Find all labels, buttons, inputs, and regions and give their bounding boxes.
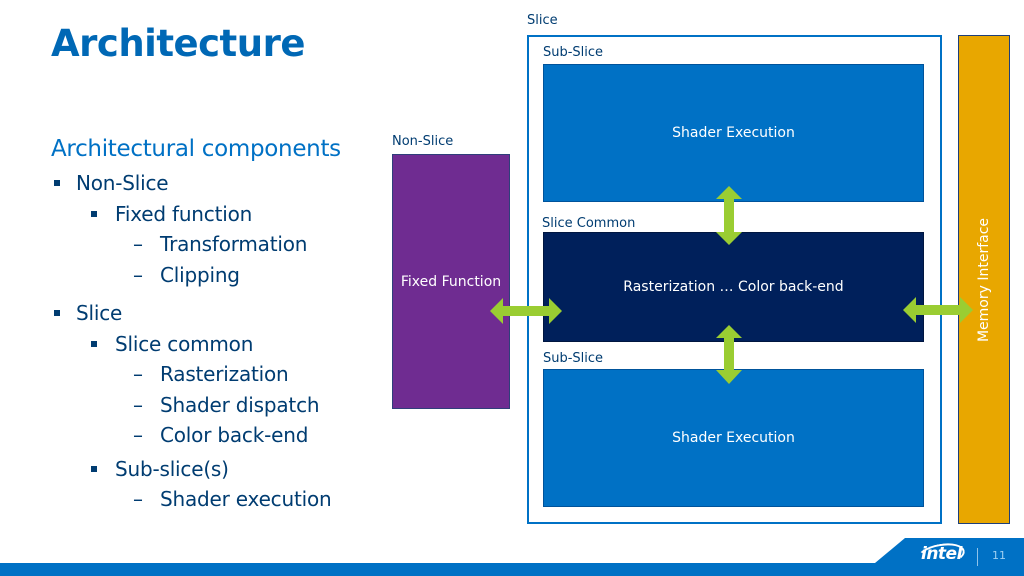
- list-item: Non-Slice: [51, 168, 381, 199]
- memory-interface-box: Memory Interface: [958, 35, 1010, 524]
- page-number: 11: [992, 549, 1006, 562]
- dash-bullet-icon: –: [133, 487, 143, 511]
- shader-execution-bottom-text: Shader Execution: [672, 430, 795, 446]
- dash-bullet-icon: –: [133, 362, 143, 386]
- list-item-text: Fixed function: [115, 201, 253, 226]
- list-item-text: Rasterization: [160, 362, 289, 386]
- list-item: –Rasterization: [51, 359, 381, 390]
- slice-frame: [527, 35, 942, 524]
- sub-slice-top-label: Sub-Slice: [543, 45, 604, 60]
- list-item-text: Shader dispatch: [160, 392, 320, 417]
- slice-label: Slice: [527, 13, 558, 28]
- list-item-text: Color back-end: [160, 423, 309, 447]
- list-item: Fixed function: [51, 199, 381, 230]
- list-item: Slice common: [51, 329, 381, 360]
- square-bullet-icon: [54, 180, 60, 186]
- shader-execution-top-text: Shader Execution: [672, 125, 795, 141]
- dash-bullet-icon: –: [133, 232, 143, 256]
- list-item: Sub-slice(s): [51, 454, 381, 485]
- non-slice-label: Non-Slice: [392, 134, 454, 149]
- fixed-function-box: Fixed Function: [392, 154, 510, 409]
- dash-bullet-icon: –: [133, 262, 143, 287]
- list-item: –Transformation: [51, 229, 381, 260]
- dash-bullet-icon: –: [133, 392, 143, 417]
- list-item: –Shader execution: [51, 484, 381, 515]
- footer-divider: [977, 548, 978, 566]
- outline-heading: Architectural components: [51, 136, 341, 162]
- outline-list: Architectural components Non-Slice Fixed…: [51, 136, 381, 515]
- square-bullet-icon: [91, 340, 97, 347]
- shader-execution-top-box: Shader Execution: [543, 64, 924, 202]
- square-bullet-icon: [91, 210, 97, 217]
- list-item-text: Sub-slice(s): [115, 456, 229, 481]
- square-bullet-icon: [91, 465, 97, 472]
- square-bullet-icon: [54, 310, 60, 316]
- shader-execution-bottom-box: Shader Execution: [543, 369, 924, 507]
- list-item-text: Clipping: [160, 262, 240, 287]
- list-item-text: Slice common: [115, 331, 254, 356]
- slice-common-box: Rasterization … Color back-end: [543, 232, 924, 342]
- slice-common-text: Rasterization … Color back-end: [623, 279, 844, 295]
- list-item: –Color back-end: [51, 420, 381, 451]
- slice-common-label: Slice Common: [542, 216, 636, 231]
- footer-bar: [0, 563, 1024, 576]
- dash-bullet-icon: –: [133, 423, 143, 447]
- list-item-text: Transformation: [160, 232, 308, 256]
- list-item-text: Shader execution: [160, 487, 332, 511]
- list-item-text: Non-Slice: [76, 171, 169, 195]
- list-item: –Clipping: [51, 260, 381, 291]
- sub-slice-bottom-label: Sub-Slice: [543, 351, 604, 366]
- slide-title: Architecture: [51, 22, 305, 65]
- intel-logo: intel: [921, 544, 962, 564]
- memory-interface-text: Memory Interface: [976, 217, 993, 342]
- list-item: –Shader dispatch: [51, 390, 381, 421]
- fixed-function-text: Fixed Function: [400, 273, 502, 290]
- list-item: Slice: [51, 298, 381, 329]
- list-item-text: Slice: [76, 301, 123, 325]
